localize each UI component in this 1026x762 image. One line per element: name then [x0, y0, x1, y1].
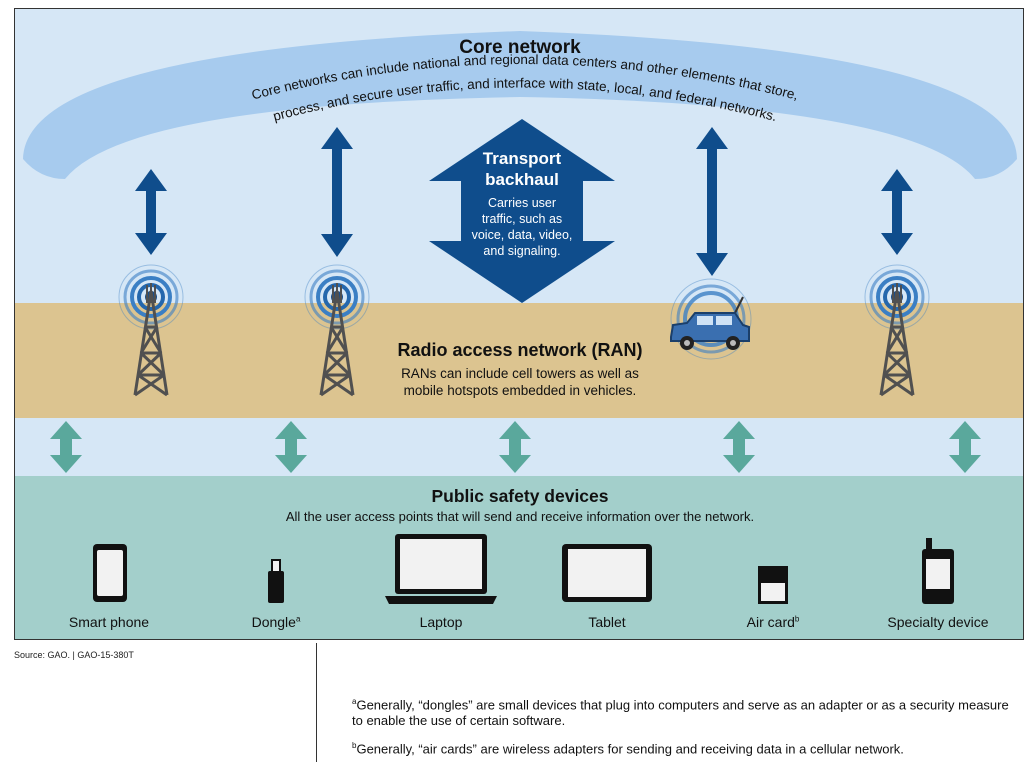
- device-link-arrow-1: [50, 421, 82, 473]
- core-network-arc: Core networks can include national and r…: [23, 31, 1017, 276]
- ran-description: RANs can include cell towers as well as …: [370, 365, 670, 399]
- device-link-arrow-4: [723, 421, 755, 473]
- device-link-arrow-5: [949, 421, 981, 473]
- dongle-icon: [268, 559, 284, 603]
- devices-title: Public safety devices: [431, 486, 609, 506]
- air-card-icon: [758, 566, 788, 604]
- transport-desc-line3: voice, data, video,: [471, 228, 573, 242]
- transport-desc-line2: traffic, such as: [481, 212, 563, 226]
- cell-tower-icon: [118, 264, 184, 397]
- footnote-b: bGenerally, “air cards” are wireless ada…: [352, 741, 904, 757]
- diagram-frame: Core networks can include national and r…: [14, 8, 1024, 640]
- specialty-device-icon: [922, 538, 954, 604]
- device-label-specialty-device: Specialty device: [887, 614, 989, 630]
- core-arrow-4: [881, 169, 913, 255]
- device-label-dongle: Donglea: [251, 614, 301, 630]
- device-label-tablet: Tablet: [588, 614, 626, 630]
- core-arrow-1: [135, 169, 167, 255]
- footnote-a: aGenerally, “dongles” are small devices …: [352, 697, 1009, 729]
- device-label-air-card: Air cardb: [746, 614, 800, 630]
- tablet-icon: [562, 544, 652, 602]
- ran-band: [15, 303, 1023, 418]
- vehicle-hotspot-icon: [670, 278, 752, 360]
- transport-title-line1: Transport: [482, 149, 562, 168]
- device-label-smart-phone: Smart phone: [68, 614, 150, 630]
- devices-band: [15, 476, 1023, 639]
- ran-title: Radio access network (RAN): [397, 340, 643, 360]
- transport-backhaul-description: Carries user traffic, such as voice, dat…: [445, 195, 599, 259]
- source-note: Source: GAO. | GAO-15-380T: [14, 650, 134, 660]
- core-arrow-3: [696, 127, 728, 276]
- ran-desc-line2: mobile hotspots embedded in vehicles.: [403, 383, 637, 398]
- transport-desc-line4: and signaling.: [483, 244, 561, 258]
- core-arrows: [135, 127, 913, 276]
- ran-desc-line1: RANs can include cell towers as well as: [401, 366, 639, 381]
- transport-backhaul-title: Transport backhaul: [429, 148, 615, 190]
- device-link-arrow-2: [275, 421, 307, 473]
- device-link-arrows: [50, 421, 981, 473]
- device-link-arrow-3: [499, 421, 531, 473]
- transport-title-line2: backhaul: [485, 170, 559, 189]
- transport-desc-line1: Carries user: [487, 196, 557, 210]
- cell-tower-icon: [864, 264, 930, 397]
- cell-tower-icon: [304, 264, 370, 397]
- device-label-laptop: Laptop: [419, 614, 463, 630]
- core-arrow-2: [321, 127, 353, 257]
- laptop-icon: [385, 534, 497, 604]
- core-network-title: Core network: [459, 37, 581, 58]
- devices-description: All the user access points that will sen…: [285, 509, 755, 524]
- transport-backhaul-arrow: [429, 119, 615, 303]
- smartphone-icon: [93, 544, 127, 602]
- page-margin-line: [316, 643, 317, 762]
